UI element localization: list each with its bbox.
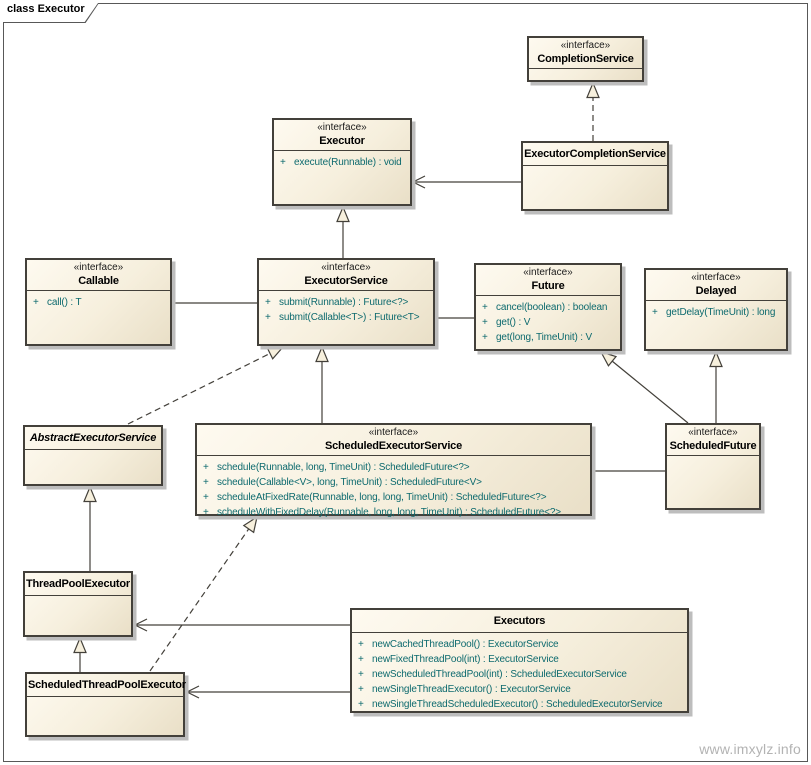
stereotype-label: «interface» [560, 40, 611, 51]
stereotype-label: «interface» [321, 262, 371, 273]
method-row: +newCachedThreadPool() : ExecutorService [358, 639, 559, 650]
class-header: «interface» Callable [27, 260, 170, 291]
stereotype-label: «interface» [691, 272, 741, 283]
class-box-executors[interactable]: Executors +newCachedThreadPool() : Execu… [350, 608, 689, 713]
class-name: ScheduledFuture [669, 440, 757, 452]
diagram-frame-tab [3, 3, 99, 23]
class-header: «interface» ScheduledExecutorService [197, 425, 590, 456]
method-row: +submit(Runnable) : Future<?> [265, 297, 409, 308]
method-row: +newSingleThreadScheduledExecutor() : Sc… [358, 699, 663, 710]
class-header: Executors [352, 610, 687, 633]
class-box-scheduledthreadpoolexecutor[interactable]: ScheduledThreadPoolExecutor [25, 672, 186, 737]
edge-scheduledthreadpoolexecutor-implements-scheduledexecutorservice [149, 517, 257, 672]
method-row: +call() : T [33, 297, 82, 308]
method-list [27, 697, 183, 700]
method-row: +newSingleThreadExecutor() : ExecutorSer… [358, 684, 571, 695]
class-name: Future [531, 280, 565, 292]
method-row: +schedule(Runnable, long, TimeUnit) : Sc… [203, 462, 470, 473]
method-row: +getDelay(TimeUnit) : long [652, 307, 776, 318]
class-header: «interface» Delayed [646, 270, 786, 301]
class-box-executorservice[interactable]: «interface» ExecutorService +submit(Runn… [257, 258, 435, 346]
diagram-title: class Executor [7, 3, 85, 15]
class-box-callable[interactable]: «interface» Callable +call() : T [25, 258, 172, 346]
method-row: +submit(Callable<T>) : Future<T> [265, 312, 420, 323]
method-row: +scheduleWithFixedDelay(Runnable, long, … [203, 507, 561, 518]
method-list: +submit(Runnable) : Future<?> +submit(Cal… [259, 291, 433, 324]
method-list [25, 450, 161, 453]
class-name: AbstractExecutorService [29, 432, 157, 444]
method-list: +newCachedThreadPool() : ExecutorService… [352, 633, 687, 711]
edge-abstractexecutorservice-implements-executorservice [127, 347, 283, 425]
method-list: +schedule(Runnable, long, TimeUnit) : Sc… [197, 456, 590, 519]
class-box-threadpoolexecutor[interactable]: ThreadPoolExecutor [23, 571, 133, 637]
method-row: +execute(Runnable) : void [280, 157, 402, 168]
diagram-frame [3, 3, 808, 762]
class-box-scheduledexecutorservice[interactable]: «interface» ScheduledExecutorService +sc… [195, 423, 592, 519]
class-header: «interface» Executor [274, 120, 410, 151]
stereotype-label: «interface» [317, 122, 367, 133]
class-name: CompletionService [537, 53, 634, 65]
class-name: ExecutorService [304, 275, 388, 287]
class-name: Executor [319, 135, 365, 147]
method-list [25, 596, 131, 599]
class-name: Executors [493, 615, 546, 627]
class-header: «interface» CompletionService [529, 38, 642, 69]
method-row: +cancel(boolean) : boolean [482, 302, 608, 313]
class-box-abstractexecutorservice[interactable]: AbstractExecutorService [23, 425, 163, 486]
method-row: +get(long, TimeUnit) : V [482, 332, 593, 343]
class-header: ThreadPoolExecutor [25, 573, 131, 596]
class-header: ScheduledThreadPoolExecutor [27, 674, 186, 697]
method-list: +getDelay(TimeUnit) : long [646, 301, 786, 319]
method-row: +newFixedThreadPool(int) : ExecutorServi… [358, 654, 559, 665]
method-row: +schedule(Callable<V>, long, TimeUnit) :… [203, 477, 482, 488]
class-name: ScheduledThreadPoolExecutor [28, 679, 186, 691]
method-list: +cancel(boolean) : boolean +get() : V +get… [476, 296, 620, 344]
method-list: +execute(Runnable) : void [274, 151, 410, 169]
class-header: ExecutorCompletionService [523, 143, 667, 166]
stereotype-label: «interface» [73, 262, 124, 273]
class-box-delayed[interactable]: «interface» Delayed +getDelay(TimeUnit) … [644, 268, 788, 351]
class-box-executor[interactable]: «interface» Executor +execute(Runnable) … [272, 118, 412, 206]
class-box-completionservice[interactable]: «interface» CompletionService [527, 36, 644, 82]
class-name: Callable [78, 275, 119, 287]
method-row: +get() : V [482, 317, 531, 328]
edge-scheduledfuture-extends-future [601, 352, 689, 424]
class-name: ExecutorCompletionService [524, 148, 666, 160]
method-list [529, 69, 642, 72]
method-list: +call() : T [27, 291, 170, 309]
stereotype-label: «interface» [523, 267, 573, 278]
class-box-executorcompletionservice[interactable]: ExecutorCompletionService [521, 141, 669, 211]
method-list [667, 456, 759, 459]
stereotype-label: «interface» [688, 427, 738, 438]
class-header: «interface» ExecutorService [259, 260, 433, 291]
watermark: www.imxylz.info [699, 741, 801, 757]
class-name: Delayed [695, 285, 737, 297]
stereotype-label: «interface» [368, 427, 419, 438]
class-header: «interface» Future [476, 265, 620, 296]
method-row: +scheduleAtFixedRate(Runnable, long, lon… [203, 492, 547, 503]
class-name: ScheduledExecutorService [324, 440, 463, 452]
class-box-scheduledfuture[interactable]: «interface» ScheduledFuture [665, 423, 761, 510]
class-header: «interface» ScheduledFuture [667, 425, 759, 456]
class-name: ThreadPoolExecutor [26, 578, 130, 590]
class-header: AbstractExecutorService [25, 427, 161, 450]
class-box-future[interactable]: «interface» Future +cancel(boolean) : bo… [474, 263, 622, 351]
method-row: +newScheduledThreadPool(int) : Scheduled… [358, 669, 627, 680]
method-list [523, 166, 667, 169]
